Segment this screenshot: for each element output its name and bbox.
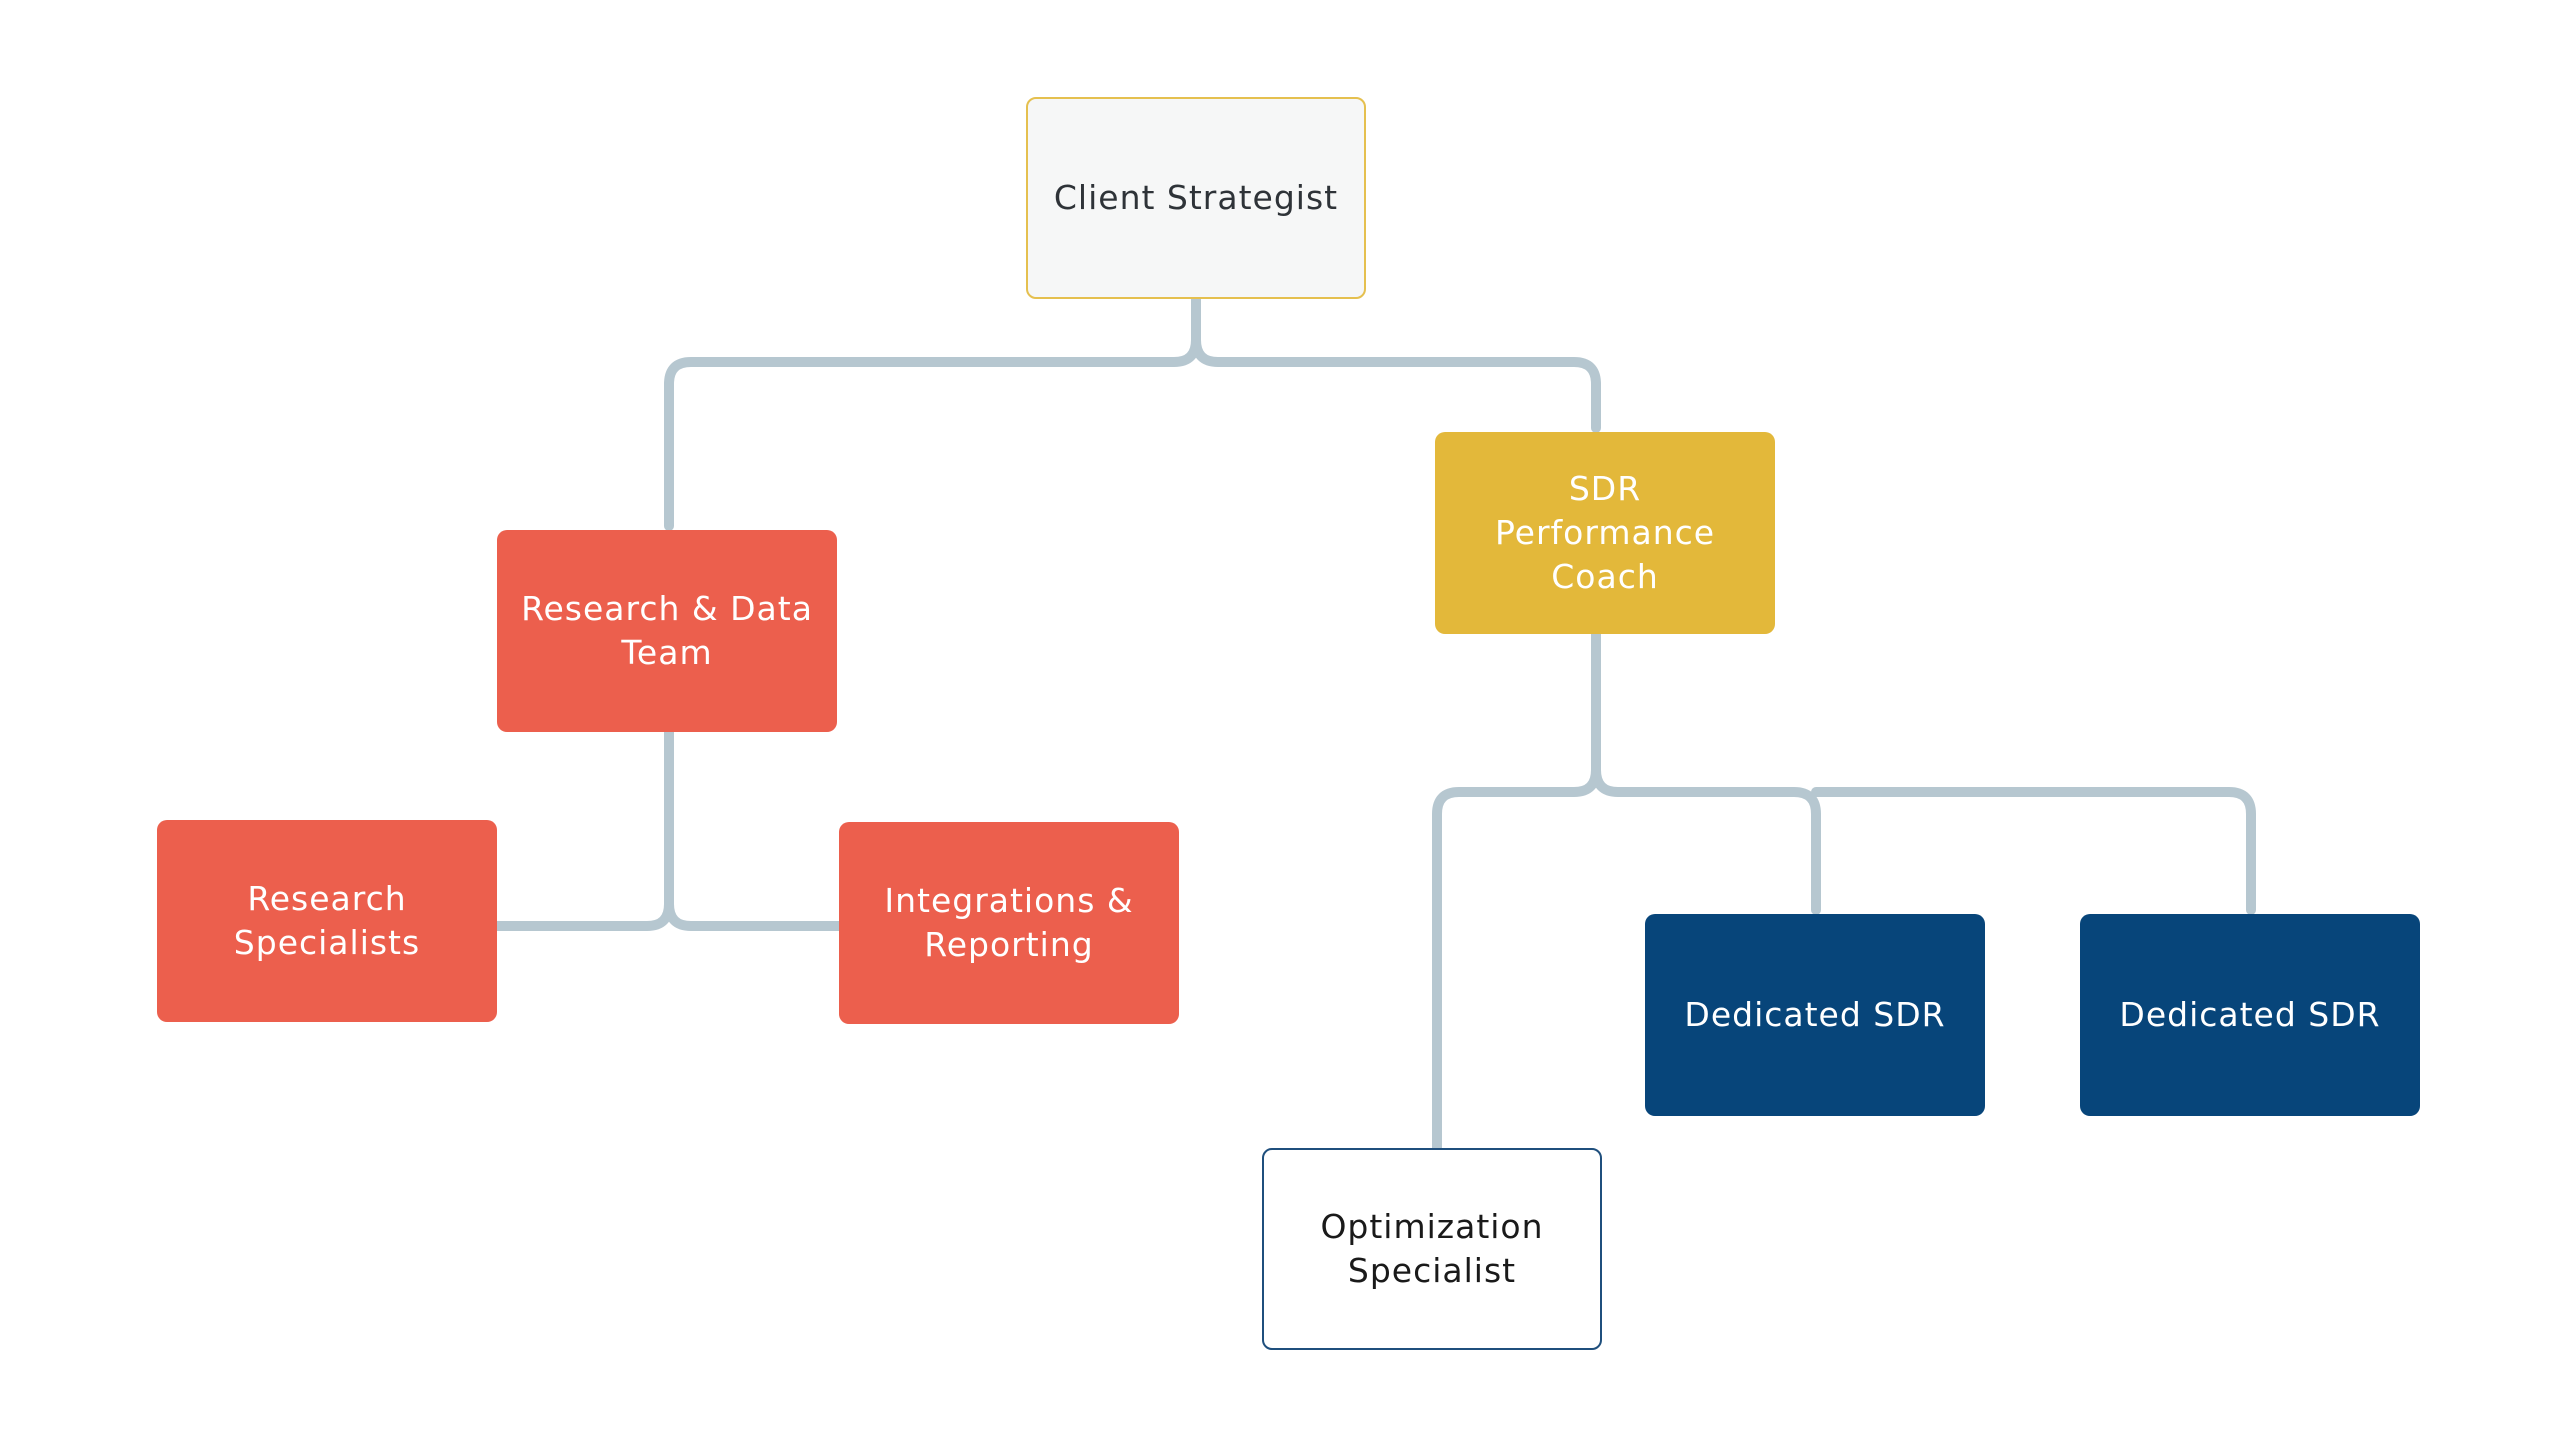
node-label: Integrations & Reporting xyxy=(884,881,1134,964)
node-label: Dedicated SDR xyxy=(1684,995,1946,1034)
edge-coach-sdr-2 xyxy=(1811,787,2256,915)
node-research-specialists[interactable]: Research Specialists xyxy=(157,820,497,1022)
node-label: Client Strategist xyxy=(1053,178,1339,217)
edge-research-team-specialists xyxy=(492,727,674,931)
node-dedicated-sdr-1[interactable]: Dedicated SDR xyxy=(1645,914,1985,1116)
node-label: Research & Data Team xyxy=(521,589,813,672)
edge-coach-optimization xyxy=(1432,629,1601,1157)
edge-root-research-team xyxy=(664,294,1201,531)
node-client-strategist[interactable]: Client Strategist xyxy=(1026,97,1366,299)
node-label: Research Specialists xyxy=(233,879,421,962)
node-label: Dedicated SDR xyxy=(2119,995,2381,1034)
node-integrations-reporting[interactable]: Integrations & Reporting xyxy=(839,822,1179,1024)
node-sdr-performance-coach[interactable]: SDR Performance Coach xyxy=(1435,432,1775,634)
node-research-data-team[interactable]: Research & Data Team xyxy=(497,530,837,732)
node-label: Optimization Specialist xyxy=(1320,1207,1544,1290)
node-dedicated-sdr-2[interactable]: Dedicated SDR xyxy=(2080,914,2420,1116)
edge-coach-sdr-1 xyxy=(1591,765,1821,915)
edge-research-team-integrations xyxy=(664,899,844,931)
edge-root-coach xyxy=(1191,335,1601,433)
node-label: SDR Performance Coach xyxy=(1494,469,1716,596)
node-optimization-specialist[interactable]: Optimization Specialist xyxy=(1262,1148,1602,1350)
